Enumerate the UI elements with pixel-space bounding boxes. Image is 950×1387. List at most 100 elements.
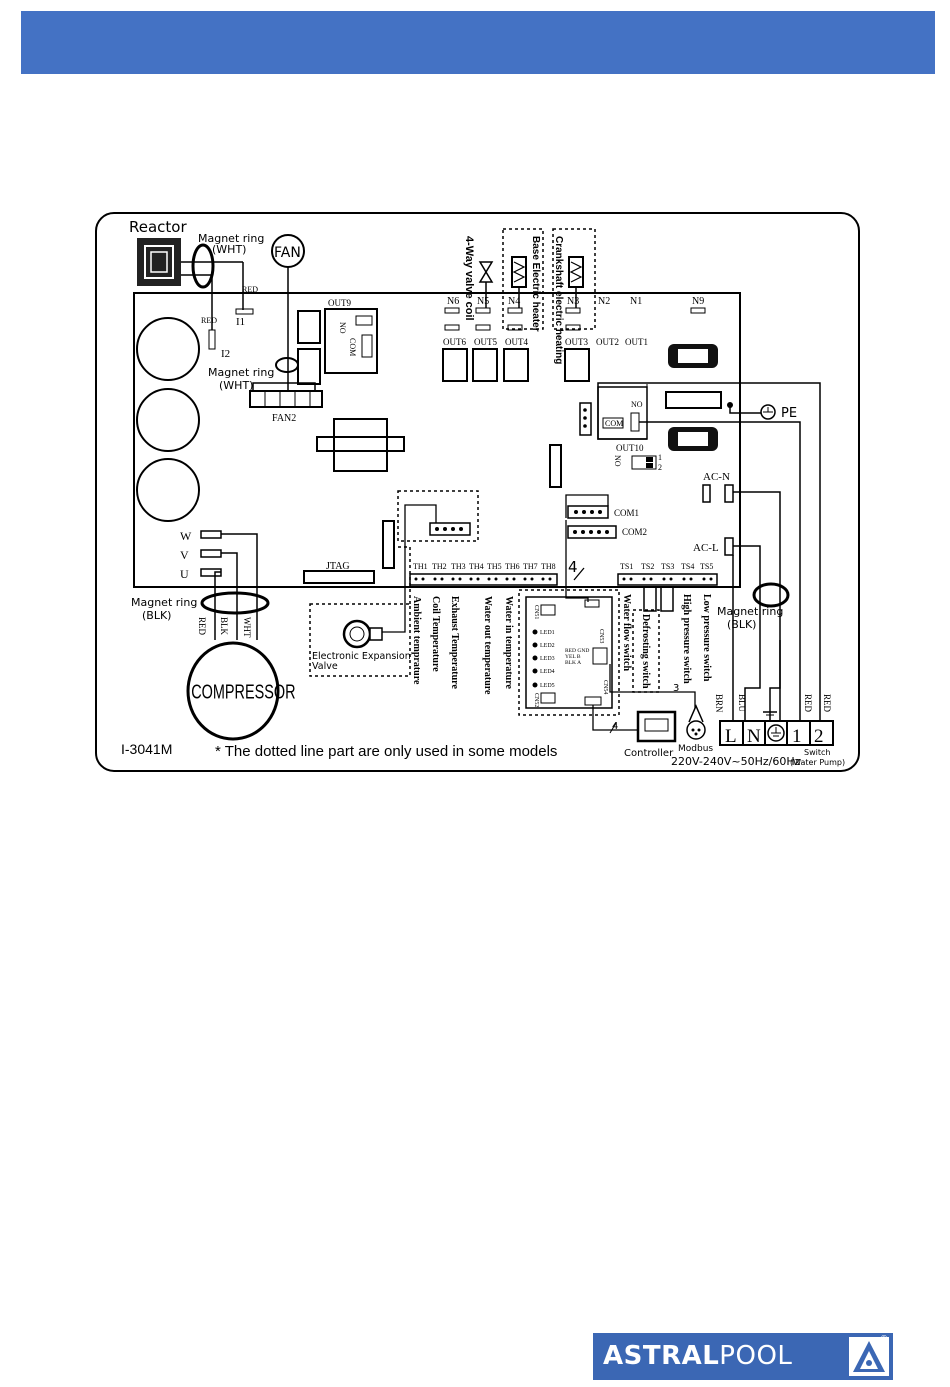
svg-text:U: U (180, 567, 189, 581)
four-way-valve-label: 4-Way valve coil (463, 236, 475, 321)
magnet-ring-label-top: Magnet ring (198, 232, 264, 245)
svg-text:BLU: BLU (737, 694, 747, 713)
svg-text:N3: N3 (567, 296, 579, 307)
magnet-ring-compressor-icon (200, 591, 270, 615)
modbus-label: Modbus (678, 744, 713, 754)
magnet-ring-wht-fan: (WHT) (219, 379, 253, 392)
fan-label: FAN (274, 245, 301, 261)
magnet-ring-label-fan: Magnet ring (208, 366, 274, 379)
svg-text:CN52: CN52 (533, 693, 539, 707)
svg-text:4: 4 (568, 558, 578, 576)
svg-text:N1: N1 (630, 296, 642, 307)
svg-text:RED: RED (822, 694, 832, 713)
svg-text:Water out temperature: Water out temperature (482, 596, 493, 695)
svg-text:LED1: LED1 (540, 630, 555, 636)
svg-text:LED4: LED4 (540, 669, 555, 675)
svg-text:Water flow switch: Water flow switch (621, 594, 632, 671)
compressor-label: COMPRESSOR (191, 680, 295, 703)
svg-text:CN54: CN54 (602, 680, 608, 694)
svg-text:CN51: CN51 (533, 605, 539, 619)
svg-text:TH6: TH6 (505, 562, 520, 571)
terminal-wire-labels: BRN BLU RED RED (714, 694, 832, 713)
crankshaft-heater-box (552, 228, 596, 330)
svg-text:N4: N4 (508, 296, 520, 307)
svg-text:TS2: TS2 (641, 562, 654, 571)
svg-text:TH3: TH3 (451, 562, 466, 571)
compressor-icon (186, 641, 280, 741)
svg-text:(BLK): (BLK) (727, 618, 756, 631)
logo-text-light: POOL (719, 1341, 793, 1371)
svg-text:OUT1: OUT1 (625, 337, 648, 347)
svg-text:1: 1 (658, 453, 662, 462)
logo-text-bold: ASTRAL (603, 1341, 720, 1371)
svg-text:W: W (180, 529, 192, 543)
svg-text:RED: RED (201, 316, 217, 325)
pe-label: PE (781, 406, 797, 421)
svg-text:TH5: TH5 (487, 562, 502, 571)
svg-text:Water in temperature: Water in temperature (503, 596, 514, 690)
svg-text:V: V (180, 548, 189, 562)
svg-text:OUT3: OUT3 (565, 337, 588, 347)
terminal-1: 1 (792, 726, 802, 747)
svg-text:WHT: WHT (242, 617, 252, 638)
dotted-note: * The dotted line part are only used in … (215, 743, 557, 760)
out10-label: OUT10 (616, 443, 644, 453)
svg-text:Low pressure switch: Low pressure switch (701, 594, 712, 682)
svg-text:Magnet ring: Magnet ring (131, 596, 197, 609)
svg-text:Base Electric heater: Base Electric heater (530, 236, 541, 332)
eev-icon (342, 619, 372, 649)
magnet-ring-wht-top: (WHT) (212, 243, 246, 256)
base-heater-box (502, 228, 544, 330)
magnet-ring-top-icon (191, 243, 215, 289)
svg-text:Magnet ring: Magnet ring (717, 605, 783, 618)
modbus-icon (686, 704, 706, 740)
svg-text:OUT5: OUT5 (474, 337, 497, 347)
eev-dotted-box (309, 603, 411, 677)
svg-text:OUT4: OUT4 (505, 337, 528, 347)
controller-label: Controller (624, 748, 674, 759)
reactor-label: Reactor (129, 218, 187, 236)
svg-text:CN53: CN53 (598, 629, 604, 643)
model-label: I-3041M (121, 741, 172, 757)
svg-text:LED3: LED3 (540, 656, 555, 662)
svg-text:N2: N2 (598, 296, 610, 307)
svg-text:NO: NO (631, 400, 643, 409)
svg-text:Crankshaft electric heating: Crankshaft electric heating (553, 236, 564, 364)
capacitor-2 (136, 388, 200, 452)
eev-label-2: Valve (312, 661, 338, 672)
svg-text:TH1: TH1 (413, 562, 428, 571)
svg-text:COM: COM (605, 419, 623, 428)
out9-relay (324, 308, 378, 374)
display-board-dotted (518, 589, 620, 716)
header-banner (21, 11, 935, 74)
magnet-ring-right-icon (752, 582, 790, 608)
logo-mark-icon (849, 1337, 889, 1376)
jtag-label: JTAG (326, 561, 350, 572)
capacitor-1 (136, 317, 200, 381)
fan2-connector (249, 390, 323, 408)
svg-text:TH4: TH4 (469, 562, 484, 571)
terminal-2: 2 (814, 726, 824, 747)
svg-text:TH7: TH7 (523, 562, 538, 571)
diagram-frame (95, 212, 860, 772)
svg-text:NO: NO (613, 455, 622, 467)
svg-text:RED: RED (803, 694, 813, 713)
controller-icon (636, 710, 677, 743)
svg-text:YEL B: YEL B (565, 654, 581, 660)
svg-text:BLK: BLK (219, 617, 229, 636)
svg-text:High pressure switch: High pressure switch (681, 594, 692, 684)
main-pcb (133, 292, 741, 588)
i2-label: I2 (221, 348, 230, 360)
svg-text:LED5: LED5 (540, 683, 555, 689)
svg-text:TS4: TS4 (681, 562, 694, 571)
svg-text:OUT9: OUT9 (328, 298, 351, 308)
svg-text:COM1: COM1 (614, 508, 639, 518)
svg-text:RED: RED (197, 617, 207, 636)
svg-text:2: 2 (658, 463, 662, 472)
svg-text:BLK A: BLK A (565, 660, 581, 666)
out-terminals: OUT6 OUT5 OUT4 OUT3 OUT2 OUT1 (443, 337, 648, 347)
svg-text:N5: N5 (477, 296, 489, 307)
svg-text:OUT6: OUT6 (443, 337, 466, 347)
th-sensor-names: Ambient temprature Coil Temperature Exha… (411, 596, 514, 695)
svg-text:NO: NO (338, 322, 347, 334)
